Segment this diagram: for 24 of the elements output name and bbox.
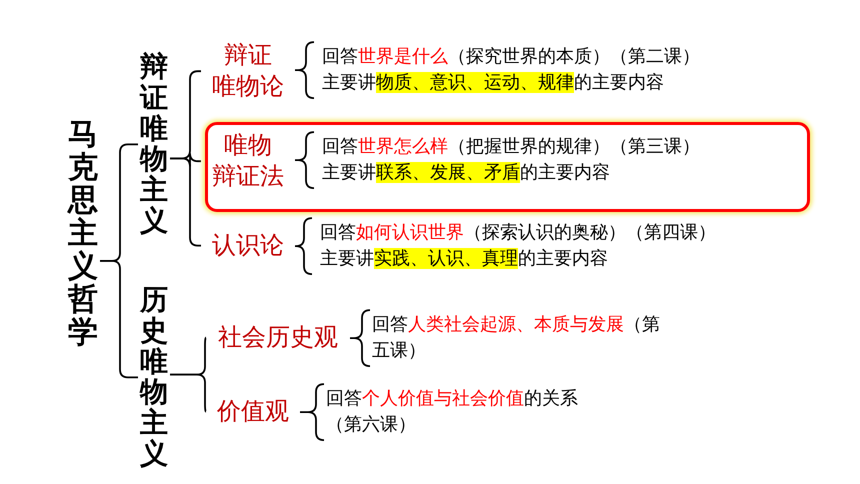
description-line: 回答如何认识世界（探索认识的奥秘）（第四课） (320, 221, 717, 245)
category-label: 唯物辩证法 (203, 130, 293, 192)
vertical-heading: 历史唯物主义 (140, 285, 168, 470)
description-text: 回答人类社会起源、本质与发展（第五课） (372, 312, 662, 364)
description-text: 回答个人价值与社会价值的关系（第六课） (326, 386, 598, 438)
description-line: 主要讲实践、认识、真理的主要内容 (320, 247, 609, 272)
description-line: 回答世界是什么（探究世界的本质）（第二课） (322, 45, 701, 69)
highlight-frame (205, 122, 810, 212)
category-label: 社会历史观 (208, 322, 348, 354)
brace-connector (294, 131, 315, 189)
brace-connector (294, 41, 315, 99)
category-label: 辩证唯物论 (203, 40, 293, 102)
category-label: 价值观 (208, 396, 298, 428)
vertical-heading: 辩证唯物主义 (140, 52, 168, 237)
description-line: 主要讲物质、意识、运动、规律的主要内容 (322, 71, 665, 96)
vertical-heading: 马克思主义哲学 (68, 118, 98, 349)
brace-connector (170, 374, 207, 412)
brace-connector (100, 260, 138, 378)
brace-connector (294, 217, 313, 275)
brace-connector (349, 309, 371, 367)
description-line: 主要讲联系、发展、矛盾的主要内容 (322, 161, 611, 186)
brace-connector (299, 383, 325, 441)
category-label: 认识论 (203, 230, 293, 262)
description-line: 回答世界怎么样（把握世界的规律）（第三课） (322, 135, 701, 159)
